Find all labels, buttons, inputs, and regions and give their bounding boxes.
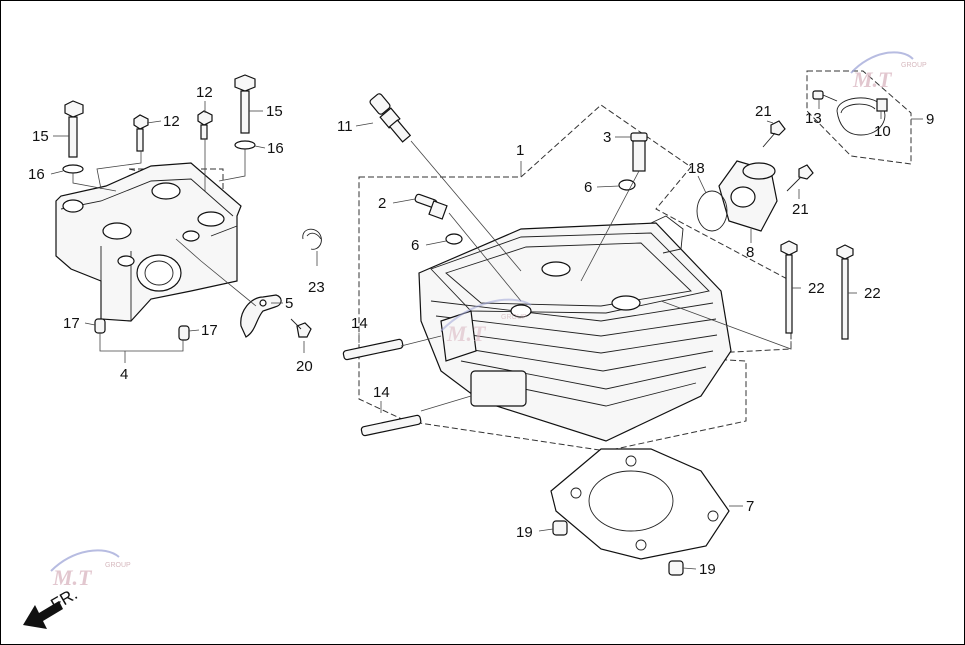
callout-22-right: 22 — [864, 285, 881, 302]
clamp-9 — [836, 97, 886, 136]
bolt-22-left — [780, 240, 798, 334]
callout-8: 8 — [746, 244, 754, 261]
callout-1: 1 — [516, 142, 524, 159]
callout-10: 10 — [874, 123, 891, 140]
screw-13 — [812, 90, 838, 102]
o-ring-6-upper — [618, 179, 636, 191]
callout-15-left: 15 — [32, 128, 49, 145]
intake-pipe-8 — [718, 160, 778, 232]
nut-10 — [876, 98, 888, 112]
svg-text:GROUP: GROUP — [901, 62, 927, 69]
washer-16-left — [62, 164, 84, 174]
callout-11: 11 — [337, 118, 353, 135]
o-ring-6-lower — [445, 233, 463, 245]
bolt-20 — [290, 318, 312, 338]
bolt-15-right — [234, 74, 256, 134]
callout-labels: 1 2 3 4 5 6 6 7 8 9 10 11 12 12 13 14 14… — [28, 84, 934, 578]
svg-text:M.T: M.T — [852, 67, 893, 92]
bolt-15-left — [64, 100, 84, 158]
callout-22-left: 22 — [808, 280, 825, 297]
watermark-logo-center: M.T GROUP — [440, 298, 532, 346]
washer-16-right — [234, 140, 256, 150]
callout-12-right: 12 — [196, 84, 213, 101]
fitting-2 — [414, 193, 448, 220]
plate-5 — [240, 294, 282, 338]
front-arrow-icon — [23, 601, 63, 629]
callout-19-lower: 19 — [699, 561, 716, 578]
callout-19-upper: 19 — [516, 524, 533, 541]
callout-3: 3 — [603, 129, 611, 146]
fitting-3 — [630, 132, 648, 172]
dowel-17-left — [94, 318, 106, 334]
camshaft-holder — [55, 162, 242, 322]
svg-text:GROUP: GROUP — [105, 562, 131, 569]
bolt-12-right — [197, 110, 213, 140]
bolt-12-left — [133, 114, 149, 152]
callout-12-left: 12 — [163, 113, 180, 130]
callout-14-lower: 14 — [373, 384, 390, 401]
dowel-19-lower — [668, 560, 684, 576]
callout-21-lower: 21 — [792, 201, 809, 218]
stud-14-lower — [360, 414, 422, 437]
callout-17-left: 17 — [63, 315, 80, 332]
callout-16-left: 16 — [28, 166, 45, 183]
bolt-21-upper — [762, 120, 786, 148]
head-gasket-7 — [550, 448, 730, 560]
callout-7: 7 — [746, 498, 754, 515]
callout-6-upper: 6 — [584, 179, 592, 196]
gasket-18 — [696, 190, 728, 232]
svg-text:M.T: M.T — [52, 565, 93, 590]
callout-18: 18 — [688, 160, 705, 177]
callout-6-lower: 6 — [411, 237, 419, 254]
callout-23: 23 — [308, 279, 325, 296]
callout-15-right: 15 — [266, 103, 283, 120]
callout-20: 20 — [296, 358, 313, 375]
callout-5: 5 — [285, 295, 293, 312]
callout-9: 9 — [926, 111, 934, 128]
leader-lines — [50, 99, 923, 570]
callout-2: 2 — [378, 195, 386, 212]
dowel-17-right — [178, 325, 190, 341]
callout-21-upper: 21 — [755, 103, 772, 120]
cylinder-head — [418, 215, 732, 442]
callout-14-upper: 14 — [351, 315, 368, 332]
callout-13: 13 — [805, 110, 822, 127]
front-direction-indicator: FR. — [23, 584, 81, 629]
bolt-21-lower — [786, 164, 814, 192]
watermark-logo-top-right: M.T GROUP — [850, 51, 927, 92]
spark-plug-11 — [369, 93, 412, 143]
clamp-group-outline — [806, 70, 912, 165]
svg-text:GROUP: GROUP — [501, 314, 527, 321]
dowel-19-upper — [552, 520, 568, 536]
callout-16-right: 16 — [267, 140, 284, 157]
stud-14-upper — [342, 338, 404, 361]
callout-17-right: 17 — [201, 322, 218, 339]
clip-23 — [302, 228, 322, 250]
svg-text:M.T: M.T — [446, 321, 487, 346]
callout-4: 4 — [120, 366, 128, 383]
watermark-logo-bottom-left: M.T GROUP — [50, 549, 131, 590]
bolt-22-right — [836, 244, 854, 340]
